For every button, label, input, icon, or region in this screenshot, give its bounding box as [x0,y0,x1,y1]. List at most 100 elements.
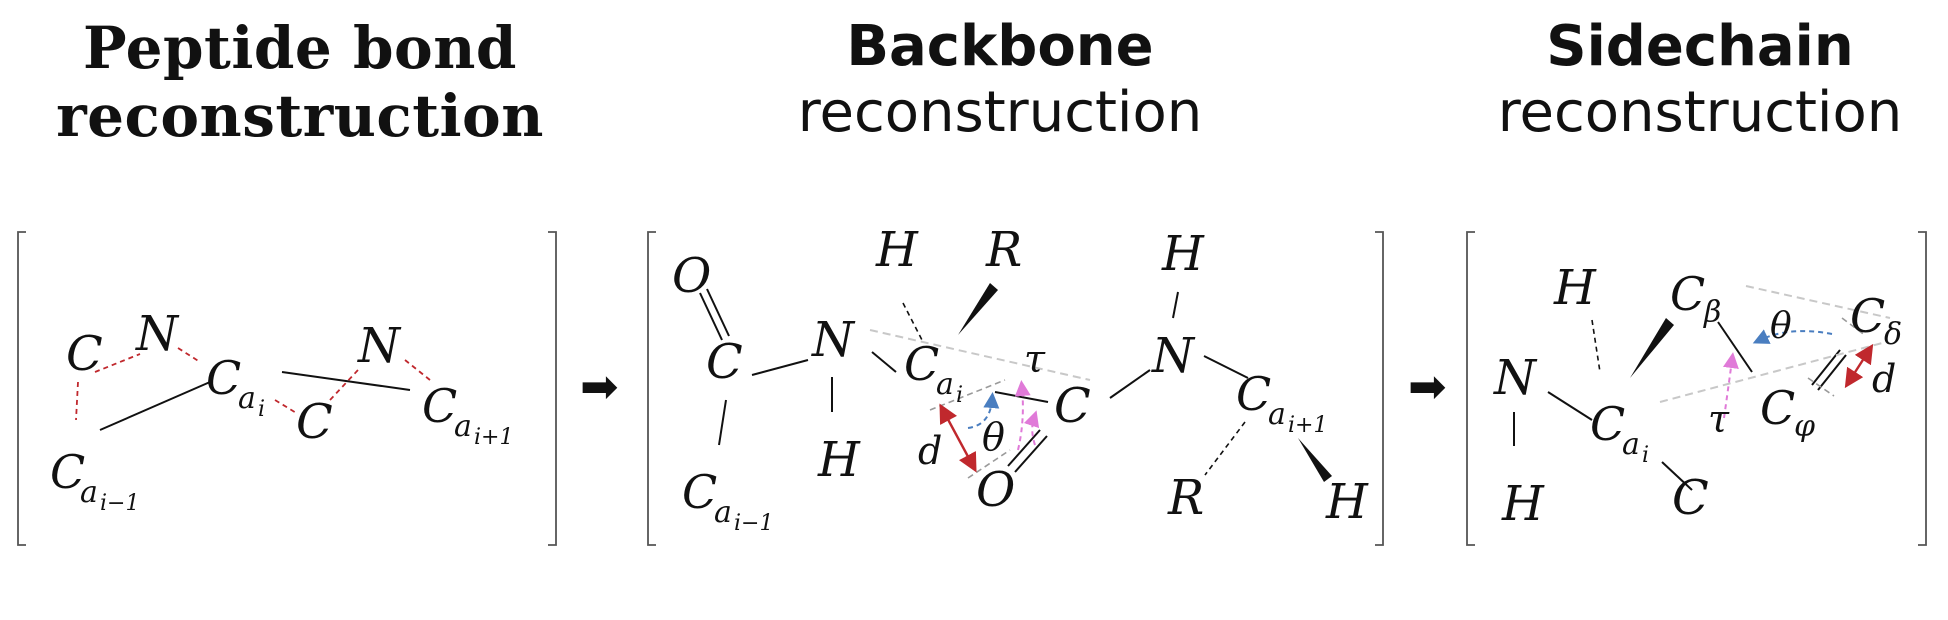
sub-p3-cb: β [1703,295,1721,330]
sub-p2-ca-i+1-a: a [1268,397,1286,432]
title-peptide-line2: reconstruction [56,82,544,151]
bond-p2-n-ca [871,351,897,373]
atom-p1-c2: C [296,394,333,450]
bond-p2-n2-h [1172,291,1179,319]
wedge-p3-ca-cb [1630,318,1674,378]
sub-p2-ca-i-i: i [956,383,963,408]
label-p3-tau: τ [1708,397,1730,441]
title-backbone: Backbone reconstruction [710,14,1290,146]
title-backbone-line1: Backbone [846,14,1154,79]
atom-p1-ca-i+1: C [422,379,457,433]
atom-p3-cd: C [1850,289,1885,343]
atom-p2-o-left: O [672,248,711,304]
redbond-p1-n-ca [177,347,201,363]
atom-p3-cphi: C [1760,381,1795,435]
sub-p3-ca-i-a: a [1622,427,1640,462]
label-p3-theta: θ [1770,306,1792,347]
arrow-p2-tau-2 [1023,410,1040,446]
atom-p2-h-bottom: H [817,432,861,488]
atom-p3-n: N [1493,350,1538,406]
sub-p1-ca-i-a: a [238,381,256,416]
bracket-right-p2 [1375,231,1384,546]
sub-p1-ca-i-1-a: a [80,475,98,510]
bond-p3-ca-h-dash [1591,319,1601,373]
arrow-p2-tau-1 [1014,380,1031,451]
redbond-p1-ca-c [274,399,299,415]
bond-p2-c-n [751,359,809,376]
atom-p2-ca-i+1: C [1236,367,1271,421]
title-peptide-line1: Peptide bond [83,14,517,82]
panel-peptide-bond: C N C a i−1 C a i C N C a i+1 [17,231,557,546]
bond-p2-o-c-a [699,292,723,341]
atom-p2-r-top: R [985,222,1022,278]
guide-p3-tick-1 [1841,317,1867,337]
bond-p3-cphi-cd-b [1817,354,1847,391]
redbond-p1-n2-ca1 [404,359,431,381]
bond-p2-c-cam1 [718,399,727,446]
bond-p2-c-n2 [1109,369,1151,399]
atom-p3-h-bottom: H [1501,476,1545,532]
bond-p2-c-o-b [1014,435,1048,473]
atom-p2-ca-i: C [904,337,939,391]
guide-p3-tick-2 [1807,377,1835,397]
bond-p1-ca-ca1 [281,371,411,391]
title-sidechain-line1: Sidechain [1546,14,1854,79]
atom-p1-n2: N [357,318,402,374]
atom-p3-c: C [1672,470,1709,526]
arrow-p3-d [1844,343,1874,389]
atom-p3-ca-i: C [1590,397,1625,451]
atom-p2-h-n2: H [1161,226,1205,282]
bracket-left-p2 [647,231,656,546]
atom-p2-h-top: H [875,222,919,278]
atom-p1-ca-i-1: C [50,445,85,499]
sub-p2-ca-i-a: a [936,367,954,402]
atom-p3-cb: C [1670,267,1705,321]
atom-p3-h-top: H [1553,260,1597,316]
redbond-p1-c-n [94,353,141,373]
bracket-left-p1 [17,231,26,546]
arrow-p3-theta [1752,329,1833,344]
atom-p2-c-center: C [1054,378,1091,434]
title-sidechain: Sidechain reconstruction [1430,14,1948,146]
sub-p2-ca-i-1-i: i−1 [734,511,773,536]
bracket-right-p1 [548,231,557,546]
guide-p2-ca-o-2 [967,449,1011,479]
bond-p2-n2-ca1 [1203,355,1249,379]
bond-p3-n-ca [1547,391,1593,421]
bond-p3-cb-cphi [1717,321,1753,373]
guide-p3-top [1745,285,1891,319]
title-sidechain-line2: reconstruction [1497,80,1903,146]
guide-p2-n-c [869,329,1091,381]
label-p2-d: d [918,429,942,473]
redbond-p1-c-n2 [329,369,359,401]
arrow-right-icon: ➡ [1408,359,1447,413]
bond-p2-c-o-a [1007,429,1041,467]
bond-p3-ca-c [1661,461,1693,491]
arrow-p2-d [939,403,977,473]
atom-p1-n: N [135,306,180,362]
bond-p3-cphi-cd-a [1811,349,1841,386]
bond-p2-ca1-r-dash [1204,421,1246,476]
panel-sidechain: H N H C a i C C β C φ C δ θ τ d [1466,231,1927,546]
bond-p2-ca-h-dash [902,302,923,341]
redbond-p1-c-cam1 [75,381,79,421]
atom-p1-c: C [66,326,103,382]
bond-p2-ca-c [994,391,1049,403]
wedge-p2-ca-r [958,283,998,335]
wedge-p2-ca1-h [1298,438,1332,482]
label-p3-d: d [1872,357,1896,401]
sub-p2-ca-i+1-i: i+1 [1288,413,1327,438]
atom-p2-h-right: H [1325,474,1369,530]
sub-p1-ca-i-i: i [258,397,265,422]
panel-backbone: O C N H R C a i H C a i−1 C O N H C a i+… [647,222,1384,546]
atom-p2-n: N [811,312,856,368]
sub-p1-ca-i-1-i: i−1 [100,491,139,516]
sub-p1-ca-i+1-a: a [454,409,472,444]
atom-p2-ca-i-1: C [682,465,717,519]
sub-p2-ca-i-1-a: a [714,495,732,530]
sub-p3-cphi: φ [1794,409,1815,444]
atom-p2-n2: N [1151,328,1196,384]
atom-p1-ca-i: C [206,351,241,405]
atom-p2-o-bottom: O [976,462,1015,518]
